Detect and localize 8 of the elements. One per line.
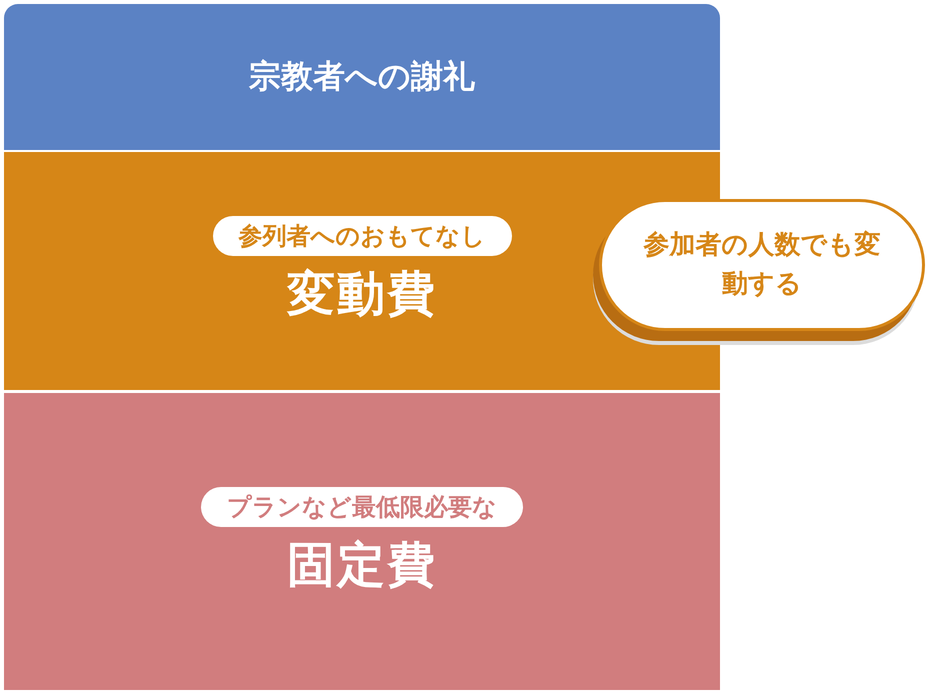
pill-label: プランなど最低限必要な [201,486,523,526]
band-label: 固定費 [287,536,437,594]
pill-label: 参列者へのおもてなし [212,216,512,256]
cost-band [4,393,720,690]
band-label: 宗教者への謝礼 [249,56,475,97]
cost-band [4,152,720,390]
cost-band [4,4,720,150]
band-label: 変動費 [287,265,437,324]
